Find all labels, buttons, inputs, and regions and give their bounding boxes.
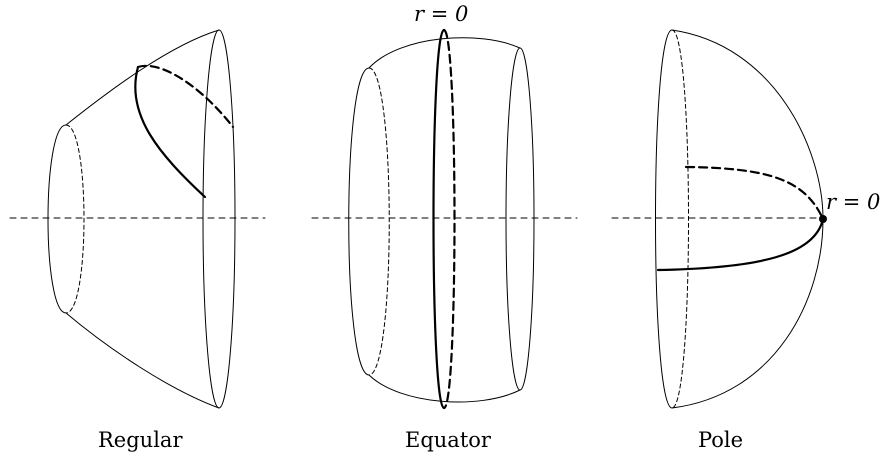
regular-caption: Regular — [98, 428, 183, 452]
pole-point — [819, 215, 827, 223]
equator-geodesic-front — [432, 28, 446, 410]
equator-right-ellipse — [505, 47, 535, 391]
equator-left-ellipse-front — [348, 67, 370, 376]
equator-bottom-arc — [368, 374, 521, 403]
equator-geodesic-back — [442, 28, 456, 410]
pole-base-ellipse-back — [671, 29, 689, 409]
regular-right-ellipse — [202, 29, 236, 409]
pole-caption: Pole — [698, 428, 744, 452]
pole-r0-label: r = 0 — [826, 190, 881, 214]
equator-top-arc — [368, 37, 521, 69]
regular-bottom-profile — [65, 312, 220, 409]
pole-geodesic-back — [684, 165, 825, 221]
pole-surface — [611, 29, 827, 409]
regular-left-ellipse-front — [47, 124, 67, 314]
pole-outer-arc — [671, 29, 824, 409]
equator-caption: Equator — [405, 428, 491, 452]
regular-geodesic-back — [136, 64, 235, 129]
pole-base-ellipse-front — [655, 29, 673, 409]
regular-geodesic-front — [134, 65, 207, 199]
regular-surface — [9, 29, 266, 409]
regular-top-profile — [65, 29, 220, 126]
pole-geodesic-front — [656, 217, 825, 272]
equator-left-ellipse-back — [368, 67, 390, 376]
equator-surface — [311, 28, 578, 410]
equator-r0-label: r = 0 — [414, 2, 469, 26]
regular-left-ellipse-back — [65, 124, 85, 314]
